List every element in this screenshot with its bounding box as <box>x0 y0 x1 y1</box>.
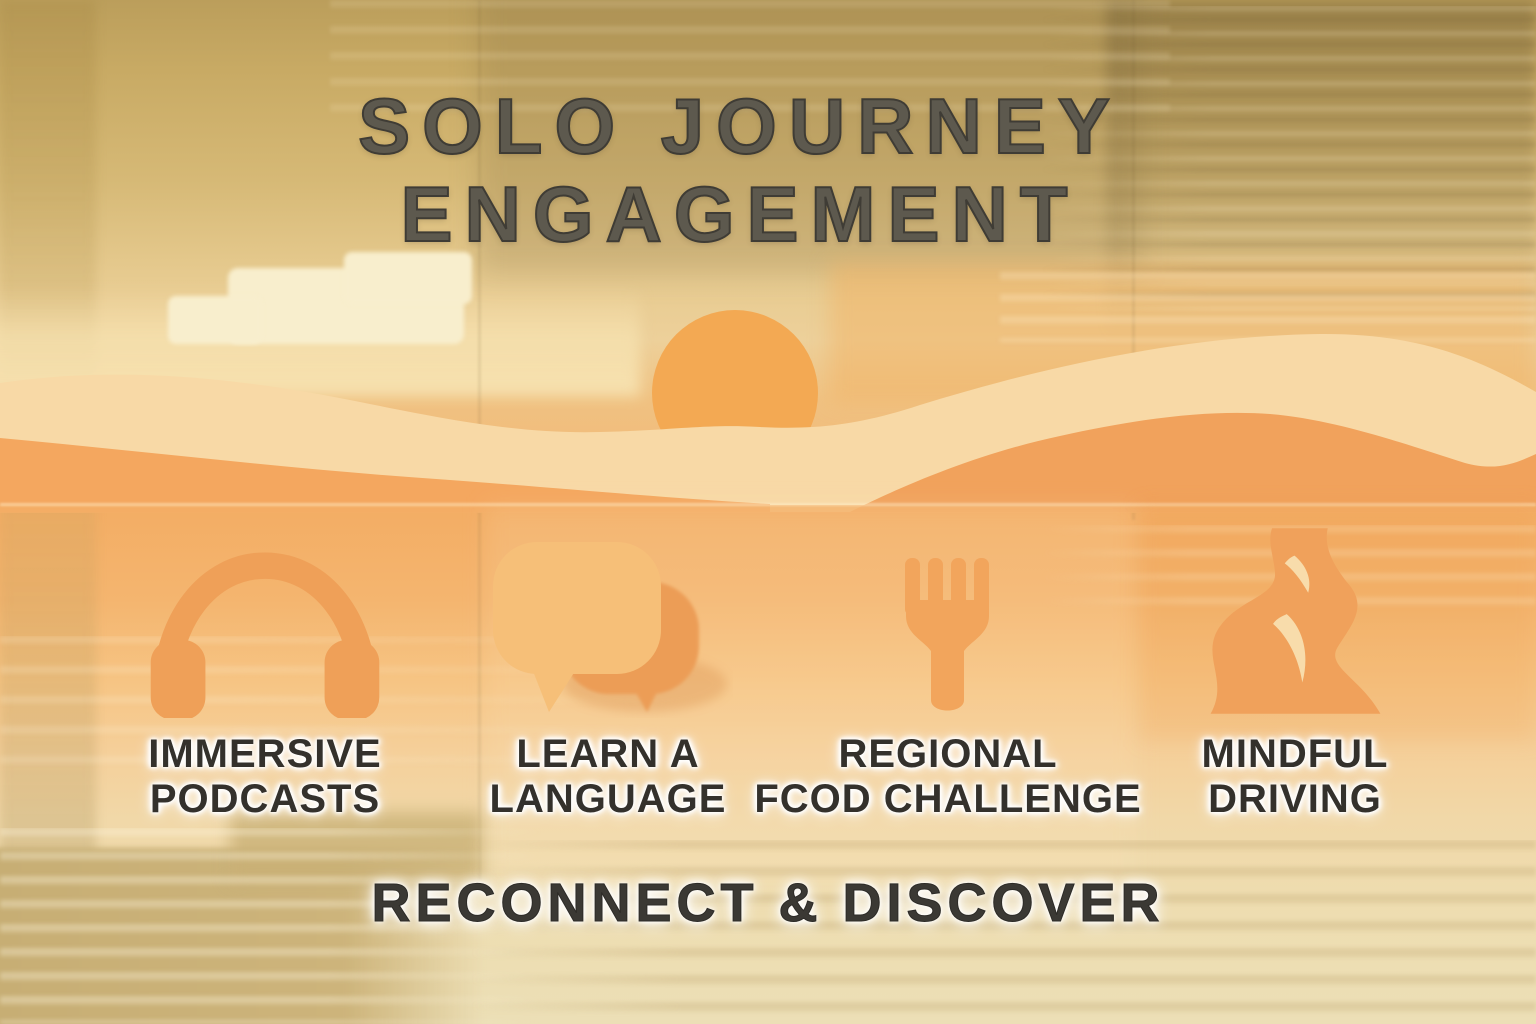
title-line-2: ENGAGEMENT <box>399 169 1080 259</box>
feature-card-regional-food-challenge: REGIONAL FCOD CHALLENGE <box>748 540 1148 822</box>
card-label: IMMERSIVE PODCASTS <box>65 732 465 822</box>
feature-card-mindful-driving: MINDFUL DRIVING <box>1095 528 1495 822</box>
card-label-line: LEARN A <box>516 732 700 776</box>
card-label-line: FCOD CHALLENGE <box>754 777 1142 821</box>
card-label-line: LANGUAGE <box>489 777 727 821</box>
card-label-line: PODCASTS <box>149 777 381 821</box>
card-label: REGIONAL FCOD CHALLENGE <box>748 732 1148 822</box>
streak-artifact <box>1000 272 1536 342</box>
left-dune-shape <box>0 438 770 512</box>
speech-bubbles-icon <box>493 542 727 712</box>
icon-box <box>65 540 465 718</box>
cloud-shape <box>344 252 472 304</box>
card-label: LEARN A LANGUAGE <box>408 732 808 822</box>
winding-road-icon <box>1210 528 1380 714</box>
card-label-line: MINDFUL <box>1201 732 1389 776</box>
card-label-line: IMMERSIVE <box>148 732 382 776</box>
pale-dune-shape <box>0 333 1536 512</box>
card-label-line: DRIVING <box>1208 777 1382 821</box>
ground-band <box>0 505 1536 513</box>
icon-box <box>748 540 1148 718</box>
icon-box <box>1095 526 1495 718</box>
sky-warm-band <box>830 262 1536 402</box>
card-label: MINDFUL DRIVING <box>1095 732 1495 822</box>
footer-tagline: RECONNECT & DISCOVER <box>371 873 1165 934</box>
title-line-1: SOLO JOURNEY <box>357 81 1122 171</box>
cloud-shape <box>168 296 262 344</box>
horizon-line <box>0 503 1536 506</box>
page-title: SOLO JOURNEY ENGAGEMENT <box>0 81 1480 259</box>
background-seam <box>1132 0 1135 520</box>
feature-card-learn-a-language: LEARN A LANGUAGE <box>408 540 808 822</box>
headphones-icon <box>150 552 380 718</box>
card-label-line: REGIONAL <box>838 732 1058 776</box>
right-dune-shape <box>850 412 1536 512</box>
sun-icon <box>652 310 818 476</box>
fork-icon <box>905 558 989 711</box>
feature-card-immersive-podcasts: IMMERSIVE PODCASTS <box>65 540 465 822</box>
icon-box <box>408 540 808 718</box>
